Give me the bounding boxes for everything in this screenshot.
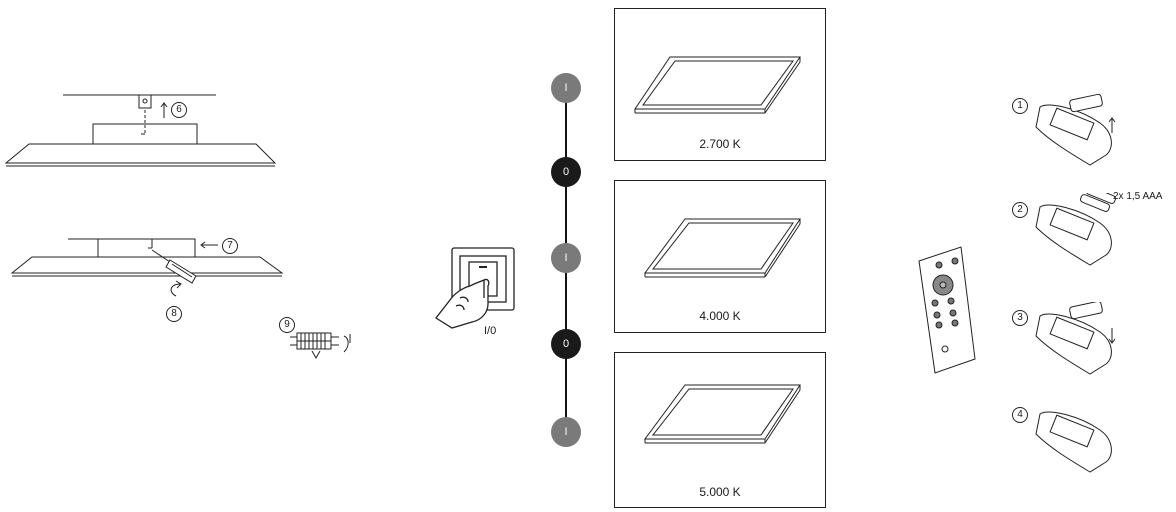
panel-light-icon xyxy=(644,384,801,444)
state-dot-5: I xyxy=(551,417,581,447)
battery-step-3-marker: 3 xyxy=(1012,310,1028,326)
mounting-illustration xyxy=(4,94,351,360)
battery-step-1-marker: 1 xyxy=(1012,98,1028,114)
temperature-panel-3: 5.000 K xyxy=(614,352,826,508)
battery-step-2-illustration xyxy=(1035,193,1117,266)
step-8-marker: 8 xyxy=(166,306,182,322)
battery-step-4-illustration xyxy=(1035,411,1112,473)
panel-light-icon xyxy=(644,218,801,278)
state-dot-4: 0 xyxy=(551,329,581,359)
wall-switch-icon xyxy=(435,247,515,329)
state-dot-1: I xyxy=(551,73,581,103)
step-6-marker: 6 xyxy=(171,102,187,118)
state-dot-2: 0 xyxy=(551,157,581,187)
temperature-label-2: 4.000 K xyxy=(699,309,741,323)
battery-step-2-marker: 2 xyxy=(1012,202,1028,218)
panel-light-icon xyxy=(634,56,801,114)
battery-step-1-illustration xyxy=(1035,93,1116,166)
step-7-marker: 7 xyxy=(222,238,238,254)
state-dot-3: I xyxy=(551,243,581,273)
temperature-panel-1: 2.700 K xyxy=(614,8,826,161)
temperature-label-3: 5.000 K xyxy=(699,485,741,499)
battery-spec-label: 2x 1,5 AAA xyxy=(1113,191,1163,202)
switch-label: I/0 xyxy=(484,325,497,337)
temperature-panel-2: 4.000 K xyxy=(614,180,826,333)
step-9-marker: 9 xyxy=(279,317,295,333)
battery-step-4-marker: 4 xyxy=(1012,407,1028,423)
temperature-label-1: 2.700 K xyxy=(699,137,741,151)
remote-control-illustration xyxy=(918,246,976,374)
battery-step-3-illustration xyxy=(1035,302,1116,375)
